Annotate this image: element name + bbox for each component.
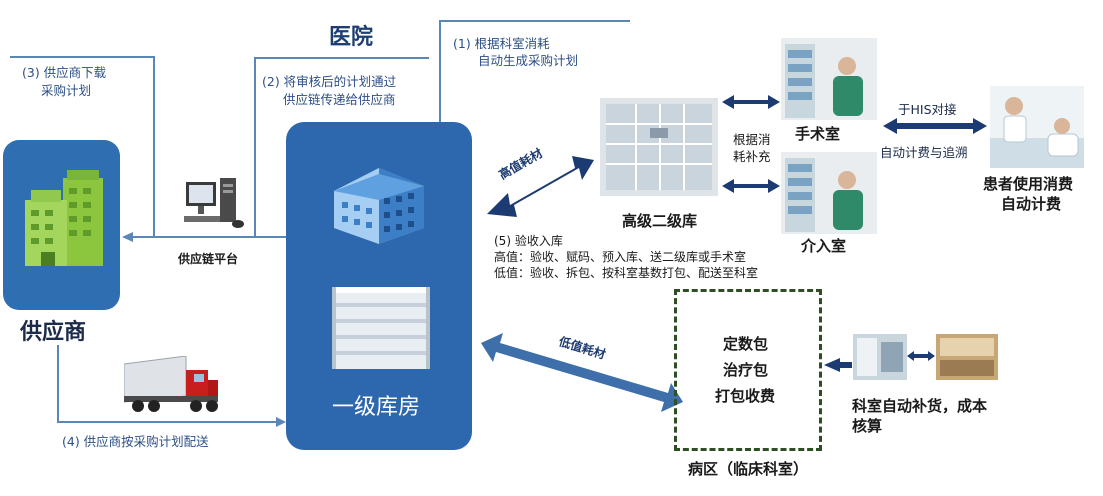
dept-label-line2: 核算 [852,417,883,435]
platform-arrowhead [122,232,133,242]
platform-connector [130,236,286,238]
secondary-store-photo [600,98,718,196]
step3-connector-top [10,56,154,58]
ward-dept-arrow [824,358,852,372]
patient-label-line2: 自动计费 [1001,195,1062,213]
hospital-building-icon [334,168,424,244]
step2-connector-vertical [254,57,256,237]
interventional-room-label: 介入室 [801,237,847,255]
ward-item-2: 打包收费 [715,387,776,405]
store-surgery-arrow [722,95,780,109]
ward-title: 病区（临床科室） [688,460,809,478]
step4-arrowhead [276,417,286,427]
first-warehouse-label: 一级库房 [332,395,421,420]
replenish-label-line2: 耗补充 [733,149,771,164]
high-value-arrow [487,156,594,217]
ward-item-1: 治疗包 [723,361,769,379]
step4-connector-horizontal [57,421,278,423]
replenish-label-line1: 根据消 [733,132,771,147]
step2-label-line1: (2) 将审核后的计划通过 [262,74,397,89]
platform-label: 供应链平台 [178,252,239,266]
step5-label-line1: (5) 验收入库 [494,234,563,248]
dept-photo-right [936,334,998,380]
computer-icon [184,178,244,228]
step5-label-line3: 低值：验收、拆包、按科室基数打包、配送至科室 [494,266,759,280]
step4-label: (4) 供应商按采购计划配送 [62,434,209,449]
step1-label-line2: 自动生成采购计划 [478,53,579,68]
step2-label-line2: 供应链传递给供应商 [283,92,396,107]
dept-photo-arrow [907,351,935,361]
step5-label-line2: 高值：验收、赋码、预入库、送二级库或手术室 [494,250,747,264]
surgery-room-photo [781,38,877,120]
his-label-line2: 自动计费与追溯 [880,145,968,160]
step1-connector-vertical [439,20,441,124]
step2-connector-top [254,57,429,59]
store-interventional-arrow [722,179,780,193]
office-building-icon [25,170,103,266]
low-value-arrow [481,333,683,412]
step3-label-line1: (3) 供应商下载 [22,65,107,80]
step4-connector-vertical [57,345,59,423]
truck-icon [124,356,218,412]
ward-item-0: 定数包 [723,335,769,353]
patient-photo [990,86,1084,168]
dept-photo-left [853,334,907,380]
shelf-icon [332,287,430,369]
supplier-box [3,140,120,310]
supplier-name: 供应商 [20,320,87,345]
secondary-store-label: 高级二级库 [622,212,698,230]
ward-box [674,289,822,451]
patient-label-line1: 患者使用消费 [983,175,1074,193]
interventional-room-photo [781,152,877,234]
step3-label-line2: 采购计划 [41,83,92,98]
his-arrow [883,118,987,134]
dept-label-line1: 科室自动补货，成本 [852,397,988,415]
step1-label-line1: (1) 根据科室消耗 [453,36,550,51]
surgery-room-label: 手术室 [795,125,841,143]
his-label-line1: 于HIS对接 [898,102,957,117]
step1-connector-top [439,20,630,22]
first-warehouse-box: 一级库房 [286,122,472,450]
step3-connector-vertical [153,56,155,236]
hospital-title: 医院 [329,25,374,50]
